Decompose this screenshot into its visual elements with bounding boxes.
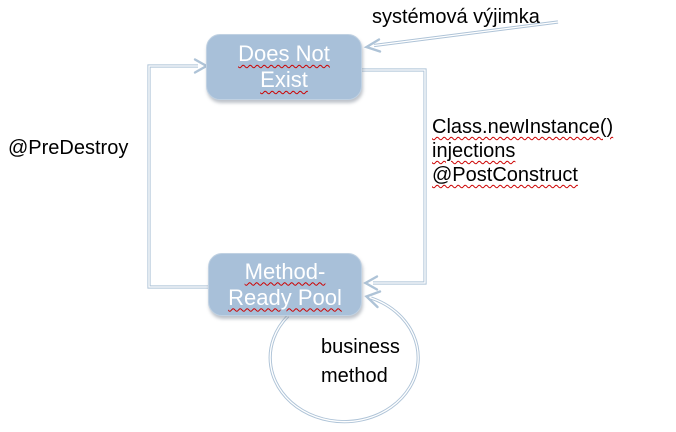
state-node-method-ready-pool: Method- Ready Pool [208,253,362,316]
state-label-line: Method- [244,258,326,284]
edge-label-construct-line2: injections [432,140,516,162]
edge-label-system-exception: systémová výjimka [372,6,540,28]
edge-construct-line-inner [361,69,426,284]
state-label-line: Exist [260,67,308,92]
edge-label-business-line2: method [321,365,388,387]
edge-label-business-method: business method [321,333,400,391]
edge-label-predestroy: @PreDestroy [8,137,129,159]
edge-predestroy-line [147,64,209,289]
state-node-does-not-exist: Does Not Exist [206,34,362,100]
edge-predestroy-line-inner [148,65,209,288]
edge-business-loop-line-inner [269,297,419,423]
arrowhead-business-loop [364,290,382,309]
edge-label-business-line1: business [321,336,400,358]
edge-label-construct-line3: @PostConstruct [432,164,578,186]
edge-label-construct-line1: Class.newInstance() [432,116,614,138]
arrowhead-system-exception [363,38,382,53]
edge-system-exception-line-inner [373,21,559,47]
arrowhead-into-method-ready-pool [363,275,379,291]
edge-label-construct: Class.newInstance() injections @PostCons… [432,115,613,187]
state-label-line: Ready Pool [228,284,342,310]
edge-construct-line [361,68,427,285]
state-label-line: Does Not [238,41,330,66]
